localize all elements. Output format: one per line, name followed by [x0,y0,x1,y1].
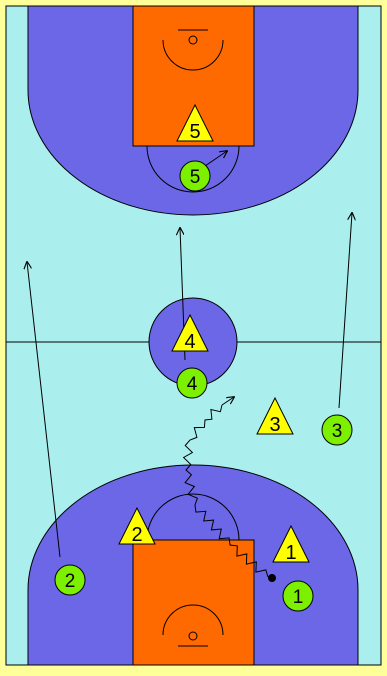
defender-1: 1 [272,524,310,564]
attacker-5: 5 [179,160,211,192]
bottom-free-throw-arc [146,493,240,541]
ball-icon [268,574,276,582]
attacker-label: 5 [190,167,201,188]
attacker-1: 1 [282,580,314,612]
defender-label: 4 [184,331,195,353]
attacker-label: 1 [293,587,304,608]
defender-2: 2 [118,506,156,546]
attacker-label: 3 [332,421,343,442]
attacker-circle-icon [321,414,353,446]
defender-label: 2 [131,524,142,546]
attacker-circle-icon [179,160,211,192]
defender-label: 3 [269,414,280,436]
defender-triangle-icon [118,506,156,545]
attacker-4: 4 [176,367,208,399]
top-restricted-arc [162,39,224,71]
attacker-circle-icon [176,367,208,399]
dribble-arrow-tip [221,397,234,406]
defender-5: 5 [176,103,214,143]
defender-triangle-icon [256,396,294,435]
cut-arrow-player-3 [338,213,352,409]
attacker-label: 2 [65,571,76,592]
dribble-path [182,404,269,578]
bottom-paint [132,539,255,665]
attacker-2: 2 [54,564,86,596]
attacker-label: 4 [187,374,198,395]
attacker-3: 3 [321,414,353,446]
attacker-circle-icon [282,580,314,612]
bottom-rim [188,631,198,641]
defender-label: 5 [189,121,200,143]
cut-arrow-player-2 [27,262,61,558]
defender-triangle-icon [176,103,214,142]
attacker-circle-icon [54,564,86,596]
defender-triangle-icon [171,313,209,352]
defender-4: 4 [171,313,209,353]
top-free-throw-arc [146,145,240,193]
players-layer: 5 4 3 2 1 5 4 3 2 1 [54,103,353,612]
defender-3: 3 [256,396,294,436]
bottom-restricted-arc [162,604,224,636]
defender-triangle-icon [272,524,310,563]
top-rim [188,35,198,45]
defender-label: 1 [285,542,296,564]
